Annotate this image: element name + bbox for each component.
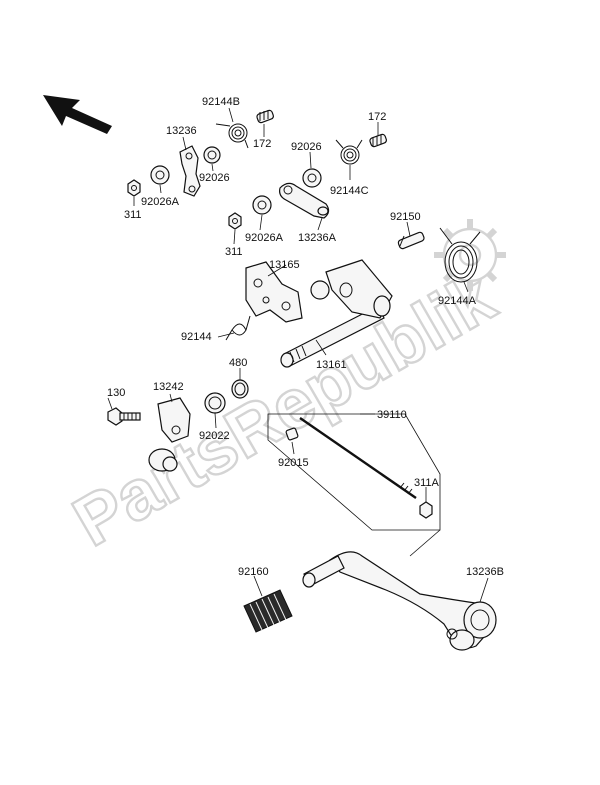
circlip-480	[231, 379, 249, 399]
pin-172-b	[369, 133, 387, 148]
shift-shaft-13161	[280, 259, 393, 368]
label-92144c: 92144C	[330, 185, 369, 197]
spring-92144b	[215, 123, 249, 149]
label-92026a-a: 92026A	[141, 196, 180, 208]
washer-92026a-a	[150, 165, 170, 185]
pin-92150	[397, 231, 425, 250]
lever-13236	[179, 145, 201, 197]
label-13236a: 13236A	[298, 232, 337, 244]
washer-92026-b	[302, 168, 322, 188]
bolt-130	[107, 407, 141, 426]
label-13161: 13161	[316, 359, 347, 371]
label-92026-b: 92026	[291, 141, 322, 153]
pin-172-a	[256, 109, 274, 124]
label-13165: 13165	[269, 259, 300, 271]
label-13236: 13236	[166, 125, 197, 137]
leader-lines	[107, 107, 489, 603]
label-92144b: 92144B	[202, 96, 240, 108]
washer-92026-a	[203, 146, 221, 164]
nut-311-b	[228, 212, 242, 230]
label-92022: 92022	[199, 430, 230, 442]
label-92144: 92144	[181, 331, 212, 343]
washer-92026a-b	[252, 195, 272, 215]
label-92015: 92015	[278, 457, 309, 469]
label-92144a: 92144A	[438, 295, 477, 307]
label-92026-a: 92026	[199, 172, 230, 184]
label-92026a-b: 92026A	[245, 232, 284, 244]
label-92150: 92150	[390, 211, 421, 223]
label-13242: 13242	[153, 381, 184, 393]
clamp-13242	[148, 397, 191, 472]
pedal-rubber-92160	[243, 589, 293, 633]
spring-92144	[225, 315, 251, 341]
tie-rod-assembly-39110	[267, 413, 441, 531]
label-480: 480	[229, 357, 247, 369]
label-130: 130	[107, 387, 125, 399]
arm-13236a	[279, 182, 330, 219]
plate-13165	[245, 261, 303, 323]
label-172-b: 172	[368, 111, 386, 123]
spring-92144c	[335, 139, 363, 165]
label-13236b: 13236B	[466, 566, 504, 578]
return-spring-92144a	[439, 227, 481, 283]
front-direction-arrow-icon	[43, 95, 112, 134]
label-172-a: 172	[253, 138, 271, 150]
seal-92022	[204, 392, 226, 414]
label-311a: 311A	[414, 477, 440, 489]
shift-pedal-13236b	[302, 551, 497, 651]
label-39110: 39110	[377, 409, 407, 421]
nut-311-a	[127, 179, 141, 197]
label-92160: 92160	[238, 566, 269, 578]
part-labels: 92144B 13236 172 92026 92026A 311 92026 …	[107, 96, 504, 578]
label-311-b: 311	[225, 246, 243, 258]
label-311-a: 311	[124, 209, 142, 221]
